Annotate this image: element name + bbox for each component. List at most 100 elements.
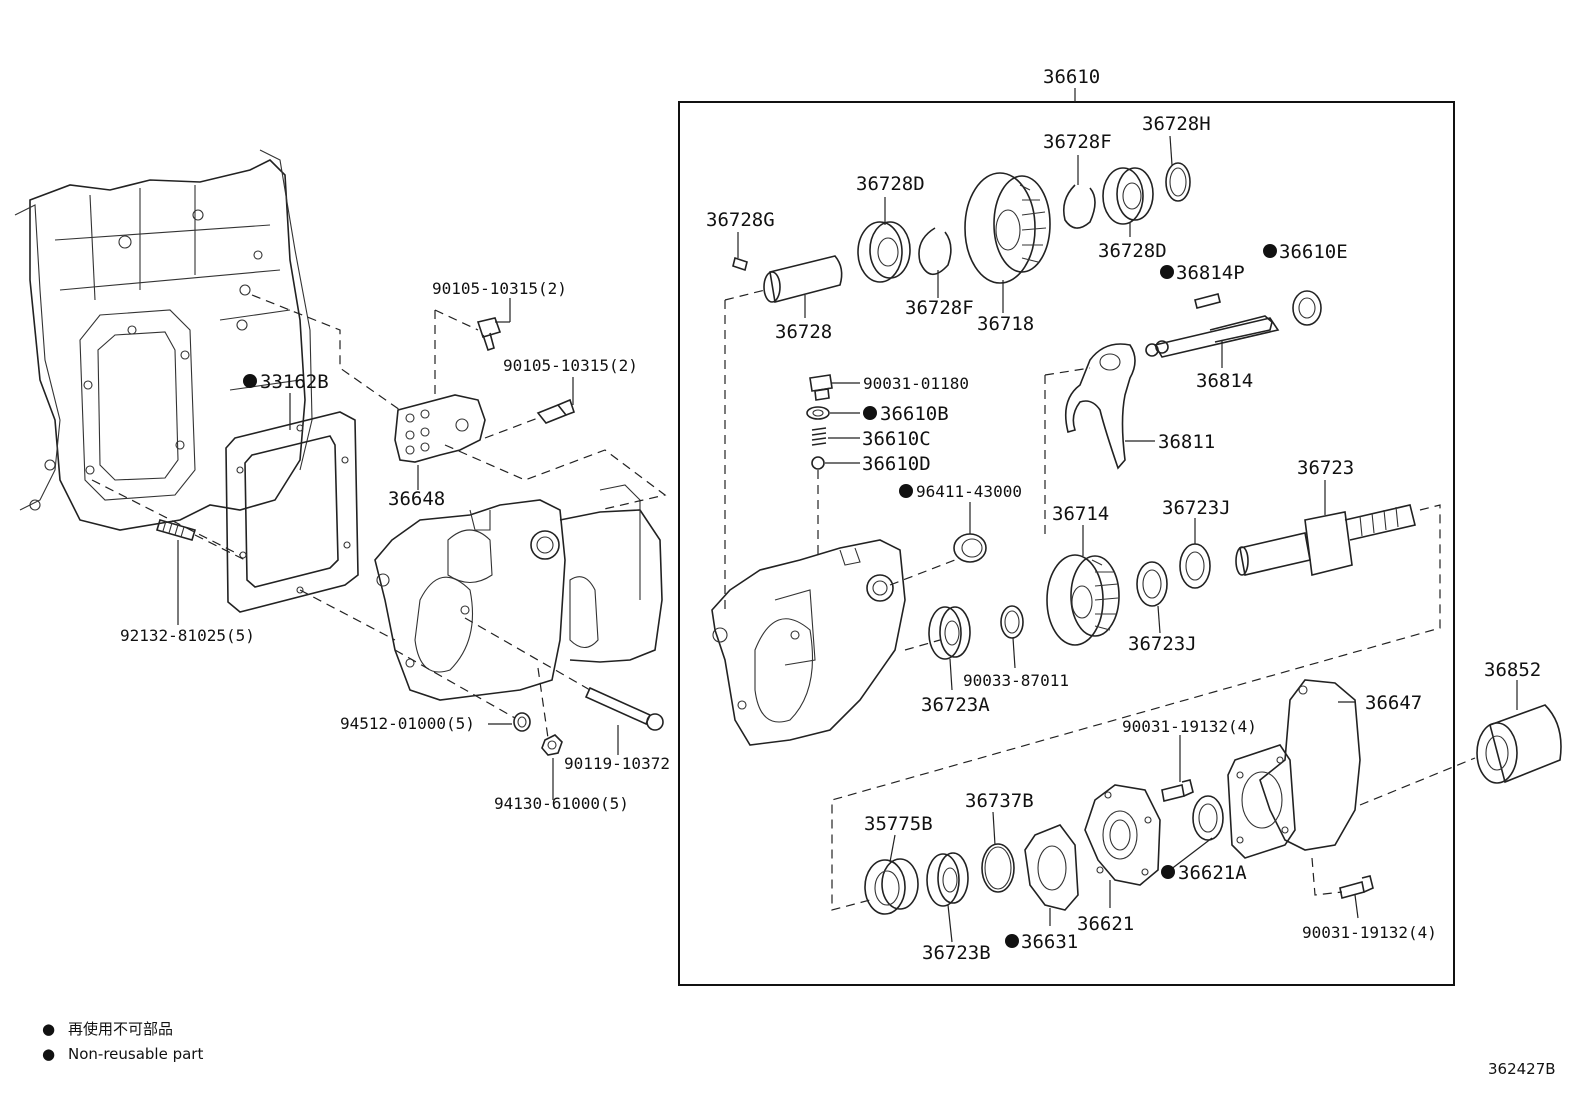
shift-shaft-36814-drawing [1145, 315, 1280, 358]
label-36648: 36648 [388, 488, 445, 510]
needle-bearing-36723J-upper-drawing [1179, 543, 1211, 589]
label-36728D-left: 36728D [856, 173, 925, 195]
needle-bearing-36723J-lower-drawing [1136, 561, 1168, 607]
bolt-90031-01180-drawing [809, 374, 833, 401]
bolt-90105-lower-drawing [536, 398, 576, 424]
legend-bullet-1: ● [42, 1020, 55, 1038]
shaft-36728-drawing [763, 255, 843, 303]
label-90031-19132-upper: 90031-19132(4) [1122, 717, 1257, 736]
label-36814P-text: 36814P [1176, 262, 1245, 284]
label-36723A: 36723A [921, 694, 990, 716]
label-96411-text: 96411-43000 [916, 482, 1022, 501]
label-36723: 36723 [1297, 457, 1354, 479]
washer-36610B-drawing [806, 406, 830, 420]
ring-90033-drawing [1000, 605, 1024, 639]
bolt-90119-drawing [584, 686, 664, 731]
label-36737B: 36737B [965, 790, 1034, 812]
shaft-36723-drawing [1235, 504, 1416, 576]
label-36728F-left: 36728F [905, 297, 974, 319]
label-36621A: 36621A [1161, 862, 1247, 884]
label-33162B: 33162B [243, 371, 329, 393]
legend-line-japanese: 再使用不可部品 [68, 1020, 173, 1038]
label-36728F-right: 36728F [1043, 131, 1112, 153]
label-90031-01180: 90031-01180 [863, 374, 969, 393]
label-36610B-text: 36610B [880, 403, 949, 425]
gear-36718-drawing [964, 172, 1051, 284]
label-36723B: 36723B [922, 942, 991, 964]
bearing-36723A-drawing [928, 606, 971, 660]
label-assembly-36610: 36610 [1043, 66, 1100, 88]
label-36610E: 36610E [1263, 241, 1348, 263]
ball-36610D-drawing [811, 456, 825, 470]
label-90105-lower: 90105-10315(2) [503, 356, 638, 375]
label-94130: 94130-61000(5) [494, 794, 629, 813]
label-36723J-lower: 36723J [1128, 633, 1197, 655]
left-dashed-guides [91, 294, 667, 739]
label-36610C: 36610C [862, 428, 931, 450]
assembly-36610-frame [678, 88, 1455, 986]
label-90033: 90033-87011 [963, 671, 1069, 690]
label-36610E-text: 36610E [1279, 241, 1348, 263]
right-dashed-guides [724, 289, 1476, 911]
label-36728H: 36728H [1142, 113, 1211, 135]
label-90031-19132-lower: 90031-19132(4) [1302, 923, 1437, 942]
needle-bearing-35775B-drawing [864, 858, 919, 915]
pin-36728G-drawing [732, 256, 748, 272]
label-92132: 92132-81025(5) [120, 626, 255, 645]
transfer-housing-left-drawing [374, 484, 663, 701]
bearing-36728D-left-drawing [857, 221, 911, 283]
sleeve-36852-drawing [1476, 704, 1562, 784]
left-leader-lines [177, 298, 619, 800]
bearing-36728D-right-drawing [1102, 167, 1154, 225]
label-36852: 36852 [1484, 659, 1541, 681]
bolt-90031-19132-upper-drawing [1161, 779, 1194, 802]
transmission-case-drawing [14, 149, 313, 531]
stud-92132-drawing [156, 519, 196, 541]
snap-ring-36728F-right-drawing [1062, 184, 1096, 229]
transfer-case-body-drawing [711, 539, 906, 746]
bolt-90105-upper-drawing [476, 317, 502, 352]
label-36621A-text: 36621A [1178, 862, 1247, 884]
legend-line-english: Non-reusable part [68, 1045, 203, 1063]
bearing-36723B-drawing [926, 852, 969, 907]
bolt-90031-19132-lower-drawing [1339, 875, 1374, 899]
label-94512: 94512-01000(5) [340, 714, 475, 733]
spring-36610C-drawing [811, 427, 827, 446]
ring-36728H-drawing [1165, 162, 1191, 202]
shift-fork-36811-drawing [1064, 343, 1136, 470]
label-35775B: 35775B [864, 813, 933, 835]
label-36728D-right: 36728D [1098, 240, 1167, 262]
rear-housing-36647-drawing [1227, 679, 1361, 859]
label-36814P: 36814P [1160, 262, 1245, 284]
bracket-36648-drawing [394, 394, 486, 463]
label-36814: 36814 [1196, 370, 1253, 392]
seal-36621A-drawing [1192, 795, 1224, 841]
right-leader-lines [737, 135, 1518, 943]
label-90105-upper: 90105-10315(2) [432, 279, 567, 298]
label-36610B: 36610B [863, 403, 949, 425]
gasket-33162B-drawing [225, 411, 359, 613]
label-36610D: 36610D [862, 453, 931, 475]
diagram-id: 362427B [1488, 1060, 1556, 1078]
legend-bullet-2: ● [42, 1045, 55, 1063]
label-36718: 36718 [977, 313, 1034, 335]
washer-94512-drawing [513, 712, 531, 732]
label-36647: 36647 [1365, 692, 1422, 714]
seal-96411-drawing [953, 533, 987, 563]
gear-36714-drawing [1046, 554, 1120, 646]
legend: ● 再使用不可部品 ● Non-reusable part [42, 1020, 203, 1063]
seal-36610E-drawing [1292, 290, 1322, 326]
label-36714: 36714 [1052, 503, 1109, 525]
label-36621: 36621 [1077, 913, 1134, 935]
nut-94130-drawing [541, 734, 563, 756]
snap-ring-36728F-left-drawing [918, 227, 952, 276]
label-36728: 36728 [775, 321, 832, 343]
plate-36621-drawing [1084, 784, 1161, 886]
gasket-36631-drawing [1024, 824, 1079, 911]
label-33162B-text: 33162B [260, 371, 329, 393]
label-36631: 36631 [1005, 931, 1078, 953]
o-ring-36737B-drawing [981, 843, 1015, 893]
label-36811: 36811 [1158, 431, 1215, 453]
label-36723J-upper: 36723J [1162, 497, 1231, 519]
